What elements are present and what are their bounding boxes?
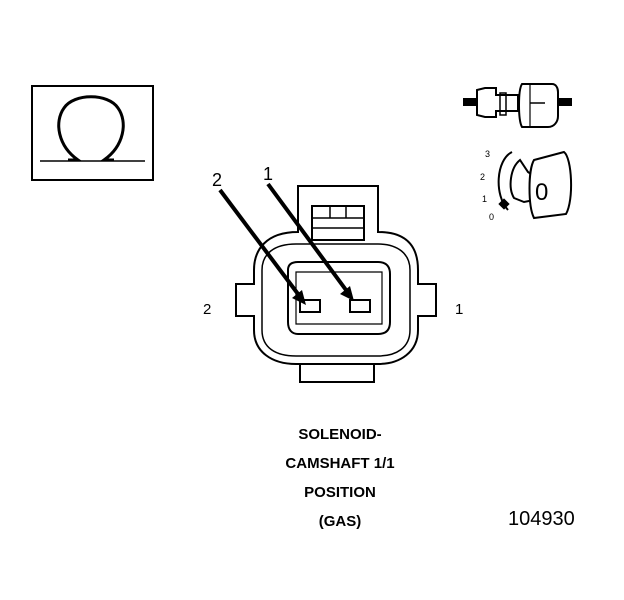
scale-label-2: 2 — [480, 172, 485, 182]
scale-label-3: 3 — [485, 149, 490, 159]
figure-number: 104930 — [508, 508, 575, 530]
rotary-key-icon: 3 2 1 0 0 — [480, 149, 573, 222]
terminal-pin-1 — [349, 299, 371, 313]
key-label: 0 — [535, 179, 548, 206]
inline-connector-icon — [463, 83, 572, 128]
side-label-left: 2 — [203, 301, 211, 318]
caption-line-3: POSITION — [304, 484, 376, 501]
caption-line-4: (GAS) — [318, 513, 362, 530]
scale-label-0: 0 — [489, 212, 494, 222]
scale-label-1: 1 — [482, 194, 487, 204]
side-label-right: 1 — [455, 301, 463, 318]
connector-face — [235, 185, 437, 383]
callout-label-2: 2 — [212, 170, 222, 190]
callout-label-1: 1 — [263, 164, 273, 184]
pin-callout-arrows: 2 1 — [212, 164, 354, 305]
ohm-symbol-icon — [31, 85, 154, 181]
caption-line-2: CAMSHAFT 1/1 — [285, 455, 395, 472]
caption-line-1: SOLENOID- — [298, 426, 382, 443]
